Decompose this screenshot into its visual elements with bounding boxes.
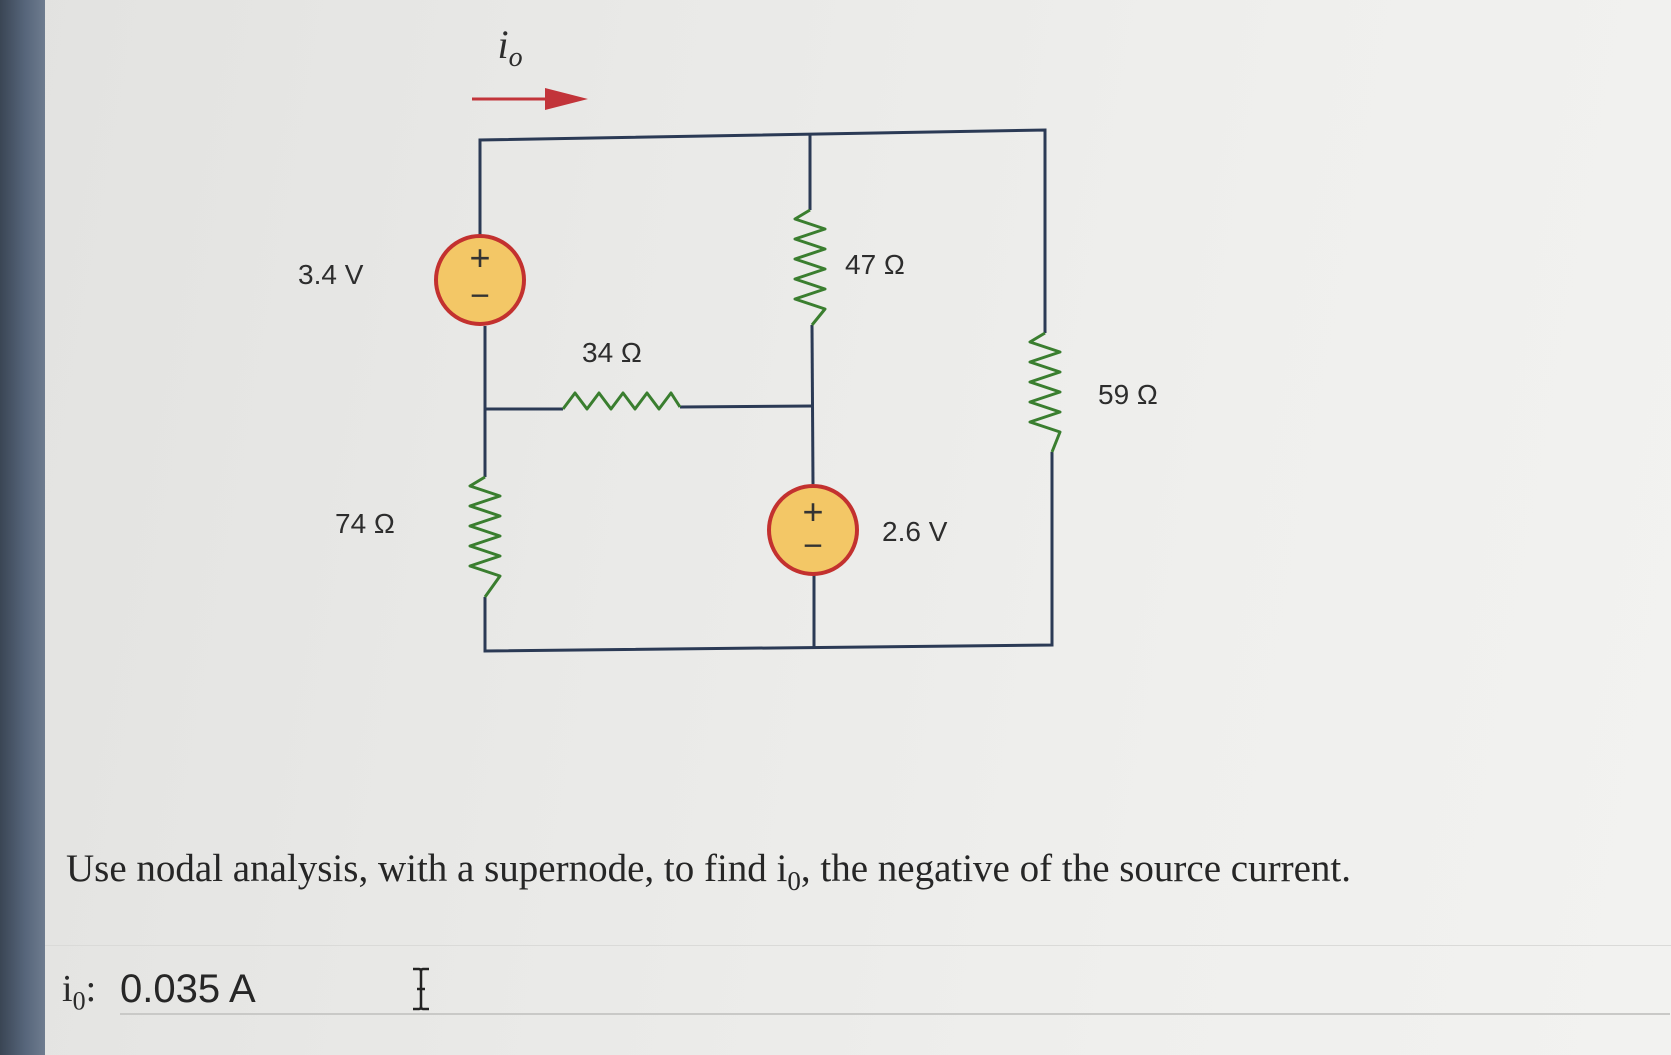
resistor-74-label: 74 Ω [335,508,395,539]
voltage-source-right: + − [767,484,859,576]
resistor-47-label: 47 Ω [845,249,905,280]
svg-text:−: − [803,527,823,565]
answer-input[interactable] [120,965,1670,1015]
source-left-label: 3.4 V [298,259,364,290]
divider [45,945,1671,946]
resistor-34-label: 34 Ω [582,337,642,368]
circuit-wires [478,128,1054,653]
resistor-59-icon [1028,331,1062,453]
current-arrow-icon [472,88,588,110]
svg-text:+: + [802,491,823,532]
answer-label: i0: [62,968,97,1016]
voltage-source-left: + − [434,234,526,326]
resistor-74-icon [468,475,502,598]
svg-text:−: − [470,277,490,315]
source-right-label: 2.6 V [882,516,948,547]
svg-text:+: + [469,237,490,278]
resistor-59-label: 59 Ω [1098,379,1158,410]
screen-bezel [0,0,45,1055]
question-text: Use nodal analysis, with a supernode, to… [66,847,1351,896]
current-label: io [497,22,522,73]
resistor-34-icon [561,391,682,411]
answer-row: i0: [62,965,1671,1025]
text-cursor-icon [413,967,429,1011]
resistor-47-icon [793,208,827,326]
